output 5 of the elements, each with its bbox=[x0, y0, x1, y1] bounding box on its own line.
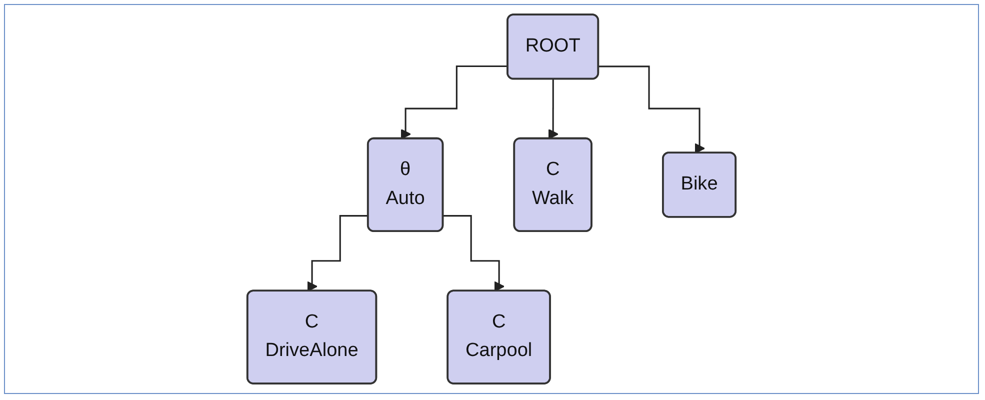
arrow bbox=[548, 78, 559, 140]
arrow bbox=[443, 215, 505, 292]
arrow bbox=[598, 66, 706, 154]
arrow bbox=[400, 66, 508, 140]
arrow bbox=[307, 215, 368, 292]
